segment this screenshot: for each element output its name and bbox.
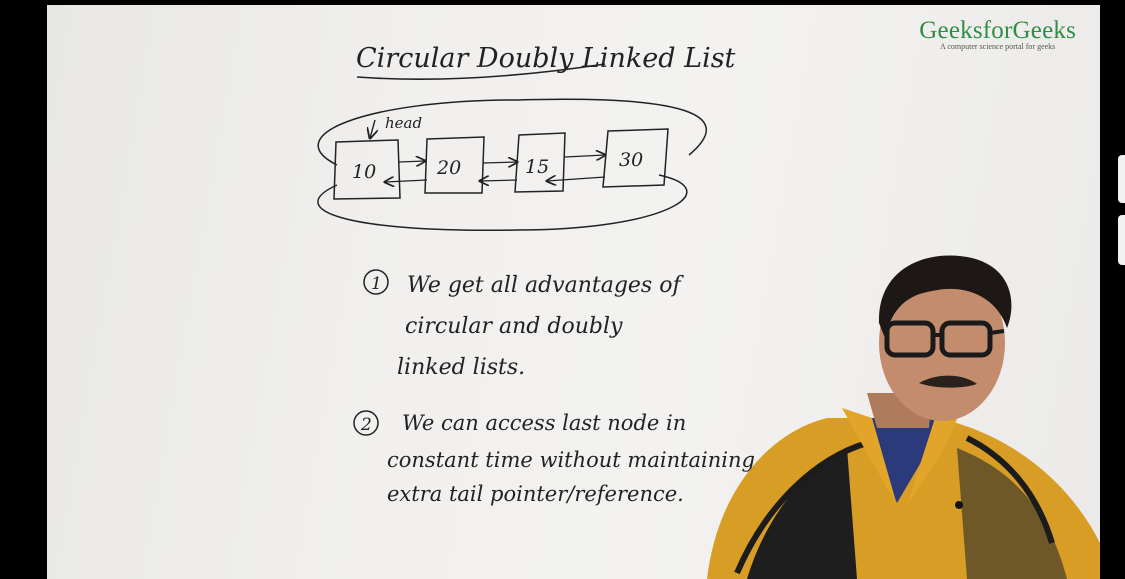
point-2-line-2: constant time without maintaining <box>387 448 755 472</box>
presenter-figure <box>707 255 1100 579</box>
svg-text:20: 20 <box>436 157 461 179</box>
head-arrow <box>370 119 375 138</box>
prev-arrow-3 <box>547 177 606 181</box>
next-arrow-2 <box>482 162 517 163</box>
svg-text:1: 1 <box>371 274 382 294</box>
whiteboard: Circular Doubly Linked List head 10 20 1… <box>317 43 755 506</box>
channel-logo: GeeksforGeeks A computer science portal … <box>919 17 1076 51</box>
jacket-stripe <box>734 440 868 575</box>
jacket-dark-panel <box>747 448 857 579</box>
logo-tagline: A computer science portal for geeks <box>940 42 1056 51</box>
lapel-mic <box>955 501 963 509</box>
glasses-right <box>939 320 993 358</box>
head-label: head <box>385 114 422 132</box>
point-2-line-3: extra tail pointer/reference. <box>387 482 684 506</box>
glasses-left <box>884 320 936 358</box>
point-1: 1 We get all advantages of circular and … <box>363 269 684 380</box>
hair <box>878 255 1012 338</box>
prev-arrow-1 <box>385 180 428 182</box>
video-frame[interactable]: Circular Doubly Linked List head 10 20 1… <box>47 5 1100 579</box>
jacket-dark-panel-right <box>957 448 1067 579</box>
shirt <box>857 418 947 503</box>
svg-text:2: 2 <box>360 415 372 435</box>
logo-name: GeeksforGeeks <box>919 17 1076 44</box>
next-arrow-1 <box>398 161 425 162</box>
jacket-stripe-2 <box>965 435 1055 544</box>
point-2-line-1: We can access last node in <box>402 411 686 435</box>
point-1-line-2: circular and doubly <box>405 314 623 339</box>
top-black-bar <box>0 0 1125 5</box>
prev-arrow-2 <box>480 180 518 181</box>
side-control-bottom[interactable] <box>1118 215 1125 265</box>
board-title: Circular Doubly Linked List <box>356 43 736 74</box>
next-loop-curve <box>317 98 708 166</box>
next-arrow-3 <box>564 155 605 157</box>
node-2: 20 <box>424 136 485 194</box>
svg-text:15: 15 <box>525 156 549 178</box>
point-1-line-1: We get all advantages of <box>407 273 684 298</box>
node-3: 15 <box>514 132 566 193</box>
svg-text:30: 30 <box>619 149 643 171</box>
mustache <box>919 375 977 388</box>
node-4: 30 <box>602 128 669 188</box>
side-control-top[interactable] <box>1118 155 1125 203</box>
title-underline <box>356 63 606 80</box>
point-1-line-3: linked lists. <box>397 355 525 380</box>
node-1: 10 <box>333 139 401 200</box>
point-2: 2 We can access last node in constant ti… <box>353 410 755 506</box>
prev-loop-curve <box>317 174 688 232</box>
svg-text:10: 10 <box>352 161 376 183</box>
